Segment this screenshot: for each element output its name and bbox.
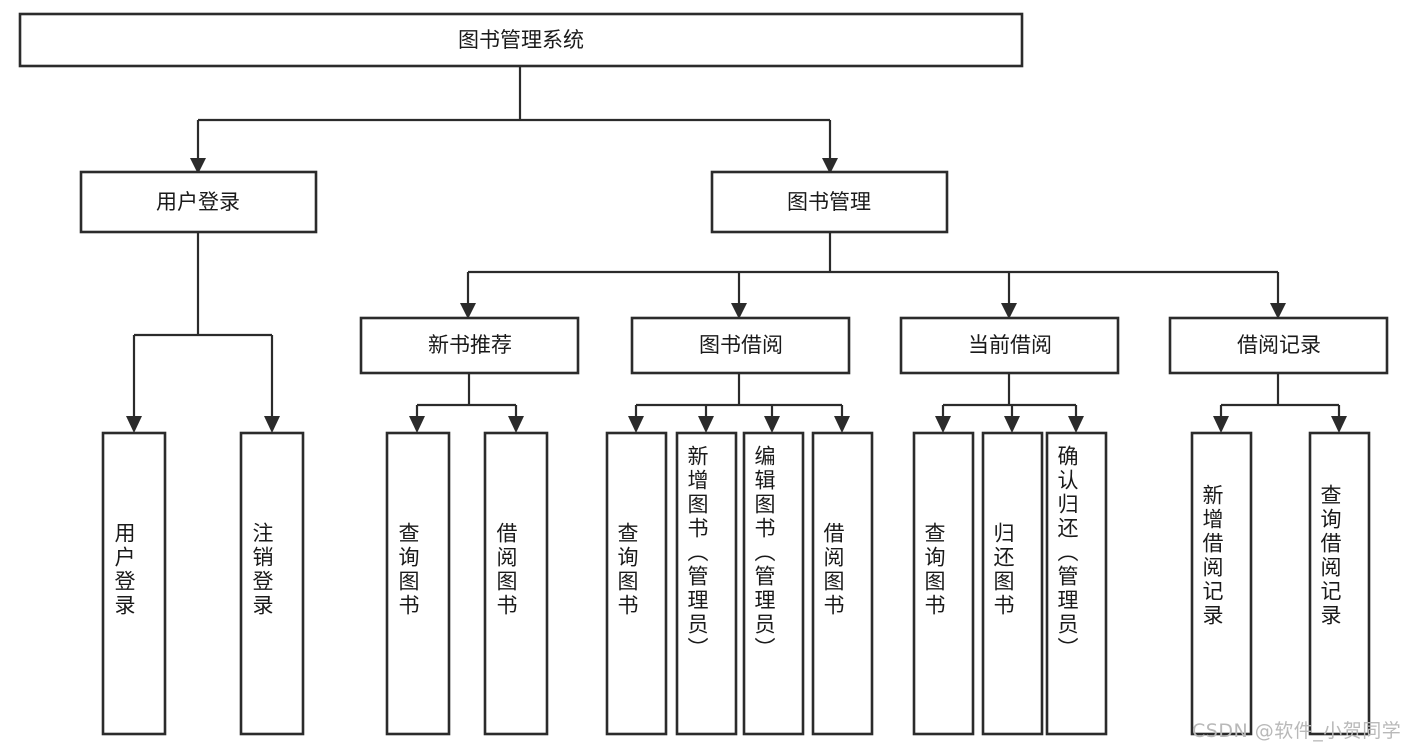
arrow-to-leaf-borrow-book-1 [508, 416, 524, 433]
node-new-book-recommend[interactable]: 新书推荐 [359, 316, 580, 375]
node-leaf-query-book-3-box[interactable] [912, 431, 975, 736]
node-root-box[interactable] [18, 12, 1024, 68]
node-book-manage[interactable]: 图书管理 [710, 170, 949, 234]
node-root-label: 图书管理系统 [458, 28, 584, 52]
node-current-borrow-label: 当前借阅 [968, 333, 1052, 357]
node-leaf-confirm-return-box[interactable] [1045, 431, 1108, 736]
arrow-to-borrow-record [1270, 303, 1286, 319]
arrow-to-new-book-recommend [460, 303, 476, 319]
node-book-borrow-label: 图书借阅 [699, 333, 783, 357]
arrow-to-leaf-query-book-3 [935, 416, 951, 433]
arrow-to-leaf-borrow-book-2 [834, 416, 850, 433]
node-new-book-recommend-box[interactable] [359, 316, 580, 375]
node-user-login-label: 用户登录 [156, 190, 240, 214]
arrow-to-leaf-user-login [126, 416, 142, 433]
node-leaf-return-book-box[interactable] [981, 431, 1044, 736]
arrow-to-leaf-return-book [1004, 416, 1020, 433]
arrow-to-leaf-user-logout [264, 416, 280, 433]
node-leaf-add-record-box[interactable] [1190, 431, 1253, 736]
node-book-manage-box[interactable] [710, 170, 949, 234]
node-leaf-edit-book-box[interactable] [742, 431, 805, 736]
csdn-watermark: CSDN @软件_小贺同学 [1192, 720, 1402, 742]
node-leaf-query-book-1-box[interactable] [385, 431, 451, 736]
arrow-to-book-borrow [731, 303, 747, 319]
node-root[interactable]: 图书管理系统 [18, 12, 1024, 68]
node-leaf-query-record-box[interactable] [1308, 431, 1371, 736]
arrow-to-leaf-query-record [1331, 416, 1347, 433]
node-user-login[interactable]: 用户登录 [79, 170, 318, 234]
node-leaf-borrow-book-1-box[interactable] [483, 431, 549, 736]
arrow-to-current-borrow [1001, 303, 1017, 319]
node-current-borrow-box[interactable] [899, 316, 1120, 375]
node-book-manage-label: 图书管理 [787, 190, 871, 214]
node-book-borrow-box[interactable] [630, 316, 851, 375]
node-user-login-box[interactable] [79, 170, 318, 234]
arrow-to-leaf-query-book-2 [628, 416, 644, 433]
arrow-to-user-login [190, 158, 206, 174]
node-leaf-borrow-book-2-box[interactable] [811, 431, 874, 736]
arrow-to-book-manage [822, 158, 838, 174]
arrow-to-leaf-confirm-return [1068, 416, 1084, 433]
arrow-to-leaf-query-book-1 [409, 416, 425, 433]
node-leaf-add-book-box[interactable] [675, 431, 738, 736]
arrow-to-leaf-add-record [1213, 416, 1229, 433]
node-borrow-record-label: 借阅记录 [1237, 333, 1321, 357]
node-current-borrow[interactable]: 当前借阅 [899, 316, 1120, 375]
connector-group [126, 66, 1347, 433]
node-leaf-user-login-box[interactable] [101, 431, 167, 736]
arrow-to-leaf-edit-book [764, 416, 780, 433]
node-leaf-query-book-2-box[interactable] [605, 431, 668, 736]
node-book-borrow[interactable]: 图书借阅 [630, 316, 851, 375]
arrow-to-leaf-add-book [698, 416, 714, 433]
node-borrow-record[interactable]: 借阅记录 [1168, 316, 1389, 375]
node-new-book-recommend-label: 新书推荐 [428, 333, 512, 357]
node-leaf-user-logout-box[interactable] [239, 431, 305, 736]
node-borrow-record-box[interactable] [1168, 316, 1389, 375]
